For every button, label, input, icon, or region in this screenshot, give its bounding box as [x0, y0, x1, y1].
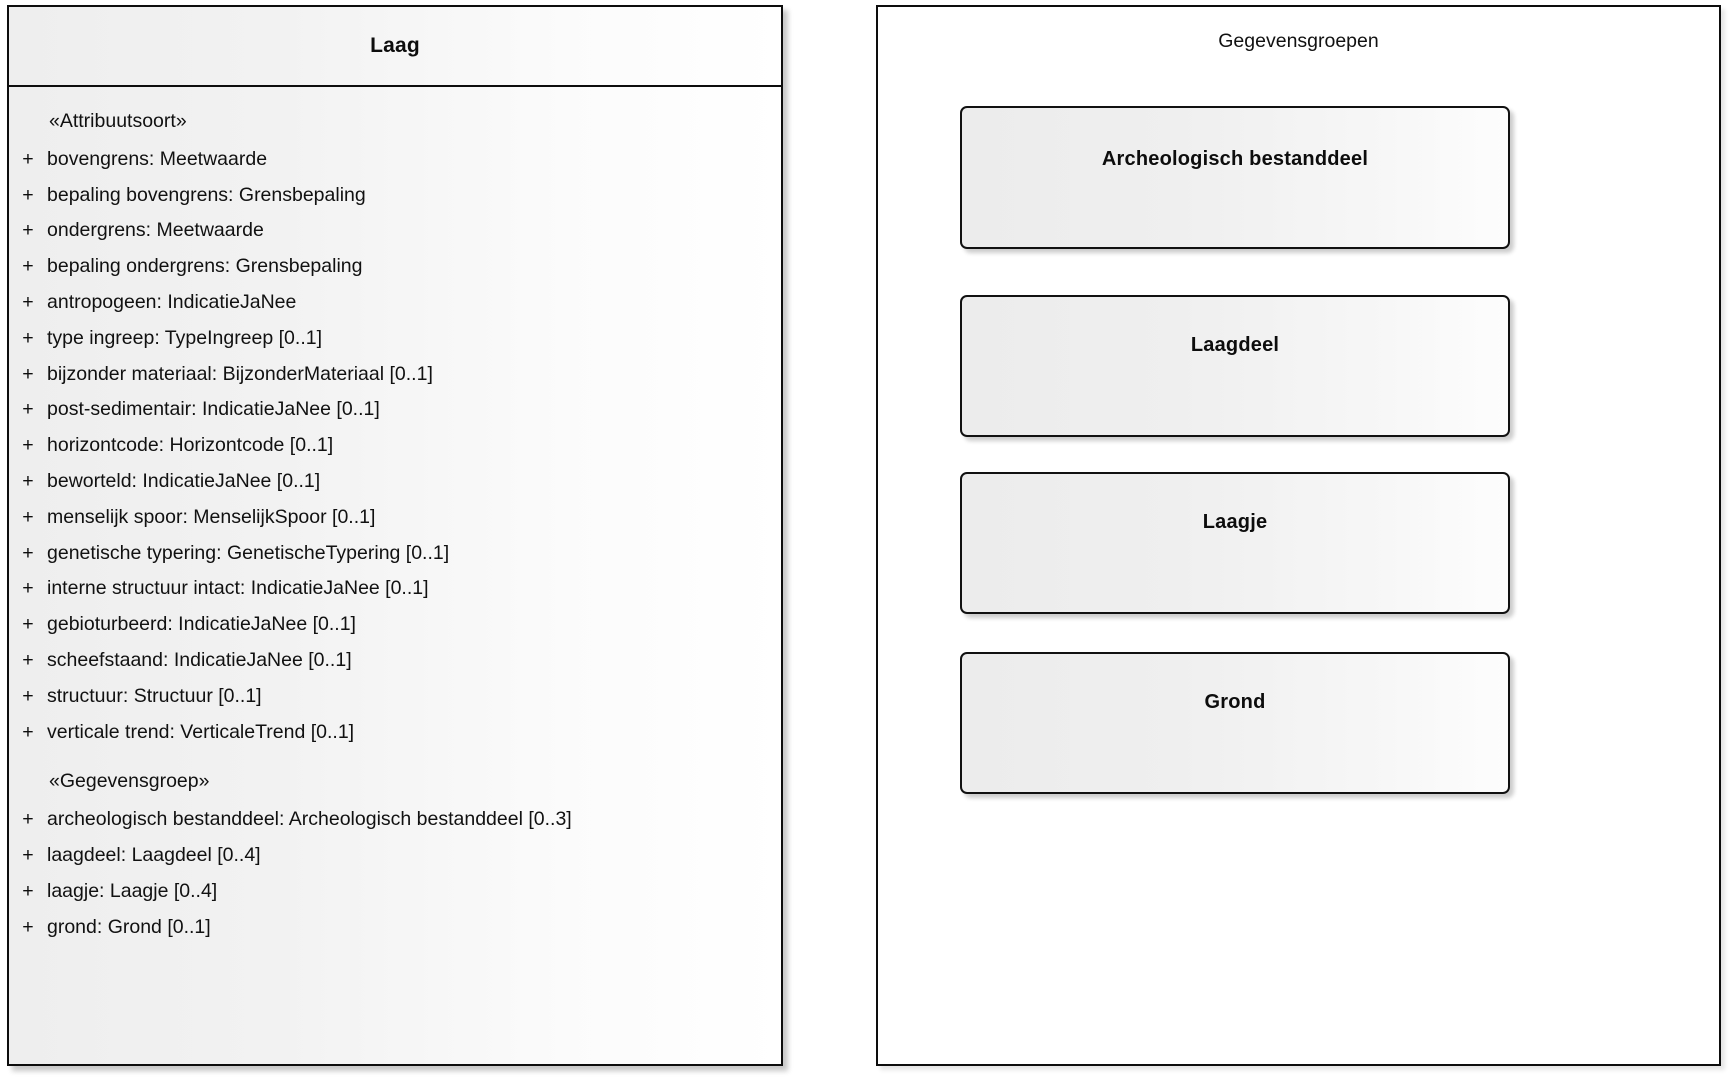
attribute-row[interactable]: + laagdeel: Laagdeel [0..4]: [9, 838, 781, 874]
visibility-marker: +: [22, 469, 34, 492]
visibility-marker: +: [22, 147, 34, 170]
uml-class-title: Laag: [370, 34, 420, 57]
attribute-row[interactable]: + gebioturbeerd: IndicatieJaNee [0..1]: [9, 607, 781, 643]
visibility-marker: +: [22, 290, 34, 313]
uml-class-laag[interactable]: Laag «Attribuutsoort» + bovengrens: Meet…: [7, 5, 783, 1066]
attribute-row[interactable]: + laagje: Laagje [0..4]: [9, 874, 781, 910]
visibility-marker: +: [22, 843, 34, 866]
attribute-label: scheefstaand: IndicatieJaNee [0..1]: [47, 648, 352, 671]
attribute-label: interne structuur intact: IndicatieJaNee…: [47, 577, 429, 600]
attribute-label: grond: Grond [0..1]: [47, 915, 211, 938]
visibility-marker: +: [22, 398, 34, 421]
visibility-marker: +: [22, 255, 34, 278]
attribute-label: type ingreep: TypeIngreep [0..1]: [47, 326, 322, 349]
attribute-row[interactable]: + bovengrens: Meetwaarde: [9, 142, 781, 178]
attribute-label: horizontcode: Horizontcode [0..1]: [47, 434, 334, 457]
attribute-label: genetische typering: GenetischeTypering …: [47, 541, 450, 564]
attribute-label: beworteld: IndicatieJaNee [0..1]: [47, 469, 321, 492]
group-box-label: Archeologisch bestanddeel: [1101, 148, 1369, 170]
attribute-row[interactable]: + horizontcode: Horizontcode [0..1]: [9, 428, 781, 464]
attribute-row[interactable]: + genetische typering: GenetischeTyperin…: [9, 536, 781, 572]
group-box-laagdeel[interactable]: Laagdeel: [960, 295, 1510, 437]
visibility-marker: +: [22, 720, 34, 743]
attribute-label: bijzonder materiaal: BijzonderMateriaal …: [47, 362, 433, 385]
group-box-laagje[interactable]: Laagje: [960, 472, 1510, 614]
visibility-marker: +: [22, 879, 34, 902]
group-frame-title: Gegevensgroepen: [1218, 30, 1379, 52]
attribute-row[interactable]: + ondergrens: Meetwaarde: [9, 213, 781, 249]
group-box-grond[interactable]: Grond: [960, 652, 1510, 794]
group-box-archeologisch-bestanddeel[interactable]: Archeologisch bestanddeel: [960, 106, 1510, 249]
visibility-marker: +: [22, 219, 34, 242]
visibility-marker: +: [22, 183, 34, 206]
attribute-row[interactable]: + verticale trend: VerticaleTrend [0..1]: [9, 715, 781, 751]
visibility-marker: +: [22, 684, 34, 707]
attribute-row[interactable]: + bepaling ondergrens: Grensbepaling: [9, 249, 781, 285]
attribute-row[interactable]: + scheefstaand: IndicatieJaNee [0..1]: [9, 643, 781, 679]
attribute-label: bepaling ondergrens: Grensbepaling: [47, 255, 363, 278]
group-box-label: Grond: [1204, 691, 1266, 713]
stereotype-gegevensgroep: «Gegevensgroep»: [49, 770, 210, 793]
attribute-label: verticale trend: VerticaleTrend [0..1]: [47, 720, 355, 743]
attribute-row[interactable]: + bepaling bovengrens: Grensbepaling: [9, 178, 781, 214]
attribute-label: gebioturbeerd: IndicatieJaNee [0..1]: [47, 613, 356, 636]
attribute-row[interactable]: + antropogeen: IndicatieJaNee: [9, 285, 781, 321]
group-box-label: Laagdeel: [1190, 334, 1280, 356]
attribute-label: structuur: Structuur [0..1]: [47, 684, 262, 707]
attribute-label: laagje: Laagje [0..4]: [47, 879, 218, 902]
attribute-label: laagdeel: Laagdeel [0..4]: [47, 843, 261, 866]
attribute-row[interactable]: + interne structuur intact: IndicatieJaN…: [9, 571, 781, 607]
attribute-label: menselijk spoor: MenselijkSpoor [0..1]: [47, 505, 376, 528]
group-box-label: Laagje: [1202, 511, 1268, 533]
uml-class-body: «Attribuutsoort» + bovengrens: Meetwaard…: [9, 87, 781, 945]
visibility-marker: +: [22, 613, 34, 636]
attribute-row[interactable]: + archeologisch bestanddeel: Archeologis…: [9, 802, 781, 838]
attribute-label: post-sedimentair: IndicatieJaNee [0..1]: [47, 398, 380, 421]
attribute-row[interactable]: + grond: Grond [0..1]: [9, 910, 781, 946]
visibility-marker: +: [22, 362, 34, 385]
attribute-row[interactable]: + bijzonder materiaal: BijzonderMateriaa…: [9, 357, 781, 393]
attribute-label: antropogeen: IndicatieJaNee: [47, 290, 297, 313]
attribute-label: archeologisch bestanddeel: Archeologisch…: [47, 808, 572, 831]
stereotype-attribuutsoort: «Attribuutsoort»: [49, 110, 187, 132]
attribute-row[interactable]: + menselijk spoor: MenselijkSpoor [0..1]: [9, 500, 781, 536]
visibility-marker: +: [22, 541, 34, 564]
attribute-row[interactable]: + type ingreep: TypeIngreep [0..1]: [9, 321, 781, 357]
attribute-label: bepaling bovengrens: Grensbepaling: [47, 183, 366, 206]
attribute-row[interactable]: + beworteld: IndicatieJaNee [0..1]: [9, 464, 781, 500]
uml-class-header: Laag: [9, 7, 781, 87]
visibility-marker: +: [22, 808, 34, 831]
visibility-marker: +: [22, 915, 34, 938]
visibility-marker: +: [22, 577, 34, 600]
visibility-marker: +: [22, 326, 34, 349]
attribute-row[interactable]: + structuur: Structuur [0..1]: [9, 679, 781, 715]
visibility-marker: +: [22, 648, 34, 671]
attribute-label: bovengrens: Meetwaarde: [47, 147, 268, 170]
attribute-label: ondergrens: Meetwaarde: [47, 219, 264, 242]
gegevensgroepen-frame[interactable]: Gegevensgroepen Archeologisch bestanddee…: [876, 5, 1721, 1066]
visibility-marker: +: [22, 505, 34, 528]
attribute-row[interactable]: + post-sedimentair: IndicatieJaNee [0..1…: [9, 392, 781, 428]
visibility-marker: +: [22, 434, 34, 457]
